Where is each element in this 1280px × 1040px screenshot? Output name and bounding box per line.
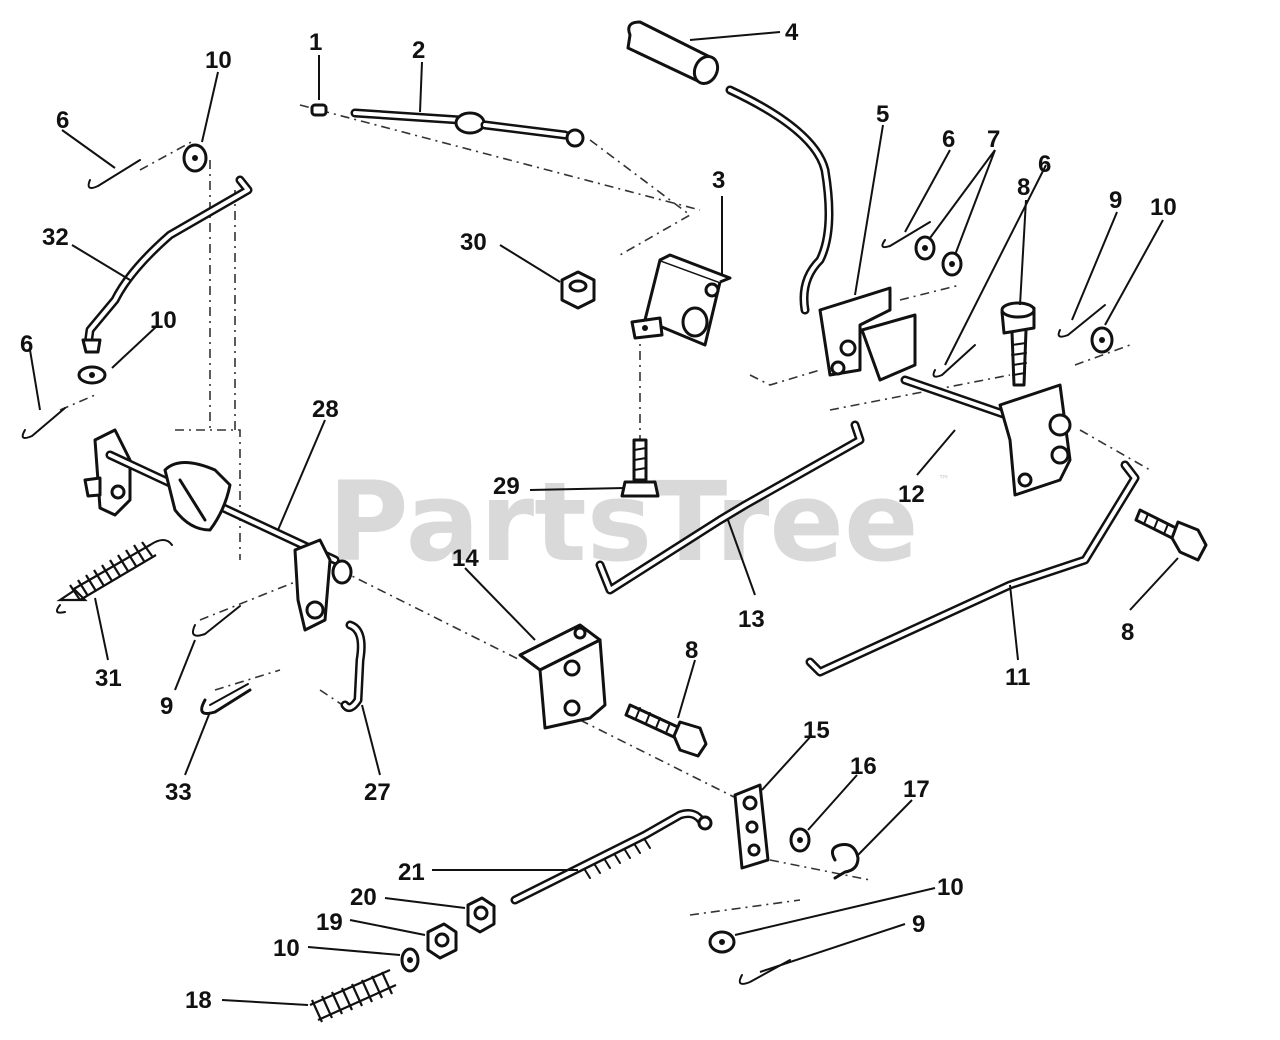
callout-5: 5 <box>876 101 889 128</box>
callout-3: 3 <box>712 167 725 194</box>
part-20-nut <box>466 896 496 934</box>
part-27-clip <box>340 620 366 713</box>
callout-14: 14 <box>452 545 479 572</box>
callout-19: 19 <box>316 909 343 936</box>
callout-18: 18 <box>185 987 212 1014</box>
part-10-washer-d <box>400 947 420 973</box>
callout-6: 6 <box>56 107 69 134</box>
part-6-cotter-pin-c <box>87 159 141 189</box>
callout-2: 2 <box>412 37 425 64</box>
callout-27: 27 <box>364 779 391 806</box>
part-6-cotter-pin-b <box>932 344 976 378</box>
watermark: PartsTree <box>328 458 919 586</box>
part-7-washers <box>914 235 963 277</box>
callout-16: 16 <box>850 753 877 780</box>
part-13-rod <box>595 420 865 595</box>
callout-10: 10 <box>273 935 300 962</box>
callout-10: 10 <box>205 47 232 74</box>
part-8-bolt-right <box>1134 508 1208 562</box>
callout-12: 12 <box>898 481 925 508</box>
callout-10: 10 <box>1150 194 1177 221</box>
callout-29: 29 <box>493 473 520 500</box>
part-1-pin <box>310 103 328 117</box>
part-4-handle-grip <box>626 20 720 86</box>
part-9-cotter-pin-b <box>192 605 241 637</box>
callout-13: 13 <box>738 606 765 633</box>
part-10-washer-b <box>182 143 208 173</box>
callout-8: 8 <box>685 637 698 664</box>
callout-33: 33 <box>165 779 192 806</box>
part-12-shaft <box>860 313 1072 497</box>
callout-9: 9 <box>912 911 925 938</box>
callout-8: 8 <box>1121 619 1134 646</box>
part-18-spring <box>309 968 397 1023</box>
callout-9: 9 <box>1109 187 1122 214</box>
part-10-washer-c <box>77 365 107 385</box>
part-10-washer-e <box>708 930 736 954</box>
callout-17: 17 <box>903 776 930 803</box>
part-8-bolt-vertical <box>1000 301 1036 387</box>
part-11-rod <box>805 460 1140 677</box>
part-30-nut <box>560 270 596 310</box>
part-5-lever <box>725 85 892 377</box>
part-10-washer-a <box>1090 326 1114 354</box>
part-14-bracket <box>518 623 607 730</box>
callout-6: 6 <box>1038 151 1051 178</box>
callout-6: 6 <box>942 126 955 153</box>
callout-28: 28 <box>312 396 339 423</box>
part-9-cotter-pin-c <box>738 959 791 985</box>
part-9-cotter-pin-a <box>1057 304 1106 338</box>
callout-10: 10 <box>937 874 964 901</box>
part-33-hairpin <box>200 683 252 715</box>
part-16-washer <box>789 827 811 853</box>
leader-lines <box>29 31 1179 1006</box>
part-3-bracket <box>630 253 732 347</box>
part-2-rod <box>350 108 585 148</box>
callout-32: 32 <box>42 224 69 251</box>
callout-labels: 1 2 3 4 5 6 7 6 8 9 10 10 6 32 30 10 6 2… <box>20 19 1177 1014</box>
part-32-link-rod <box>81 175 253 354</box>
part-6-cotter-pin-d <box>21 407 66 439</box>
callout-31: 31 <box>95 665 122 692</box>
part-19-nut <box>426 922 458 960</box>
callout-8: 8 <box>1017 174 1030 201</box>
callout-1: 1 <box>309 29 322 56</box>
callout-30: 30 <box>460 229 487 256</box>
callout-6: 6 <box>20 331 33 358</box>
callout-4: 4 <box>785 19 799 46</box>
callout-9: 9 <box>160 693 173 720</box>
part-8-bolt-middle <box>624 703 708 758</box>
callout-10: 10 <box>150 307 177 334</box>
part-28-shaft-assembly <box>83 428 353 632</box>
part-21-threaded-rod <box>510 809 713 905</box>
callout-15: 15 <box>803 717 830 744</box>
callout-11: 11 <box>1005 664 1030 691</box>
callout-21: 21 <box>398 859 425 886</box>
callout-7: 7 <box>987 126 1000 153</box>
part-6-cotter-pin-a <box>881 221 931 249</box>
part-17-clip <box>830 843 860 880</box>
part-29-bolt <box>620 438 660 498</box>
part-15-plate <box>733 783 770 870</box>
callout-20: 20 <box>350 884 377 911</box>
watermark-trademark: ™ <box>938 473 950 487</box>
part-31-spring <box>55 539 173 614</box>
